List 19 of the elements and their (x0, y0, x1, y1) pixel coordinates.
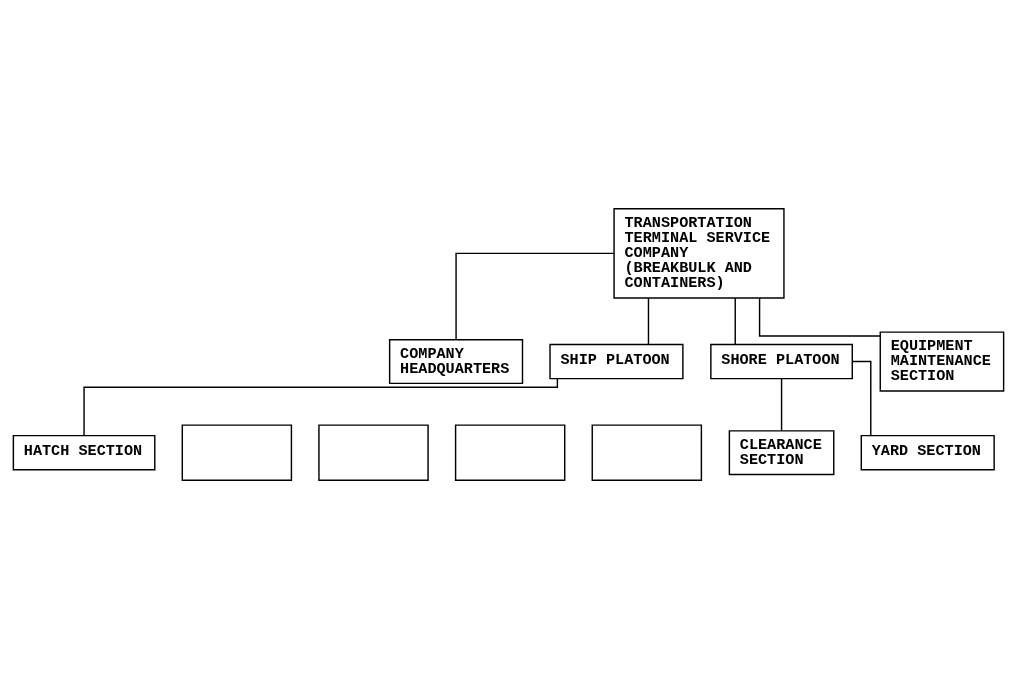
node-box: EQUIPMENT MAINTENANCE SECTION (879, 330, 1005, 392)
node-box: TRANSPORTATION TERMINAL SERVICE COMPANY (BREAKBULK AND CONTAINERS) (613, 207, 785, 299)
node-box (318, 423, 429, 481)
node-box: HATCH SECTION (12, 434, 156, 470)
node-box: SHORE PLATOON (710, 343, 853, 379)
node-box: YARD SECTION (860, 434, 995, 470)
node-box: CLEARANCE SECTION (728, 429, 835, 475)
connector (83, 377, 559, 436)
node-box: SHIP PLATOON (549, 343, 684, 379)
connector (758, 296, 881, 337)
connector (851, 360, 872, 436)
connector (647, 296, 650, 345)
node-box (454, 423, 566, 481)
node-box: COMPANY HEADQUARTERS (388, 338, 524, 384)
node-box (181, 423, 293, 481)
connector (780, 377, 783, 431)
connector (734, 296, 736, 345)
node-box (591, 423, 703, 481)
connector (455, 252, 615, 340)
